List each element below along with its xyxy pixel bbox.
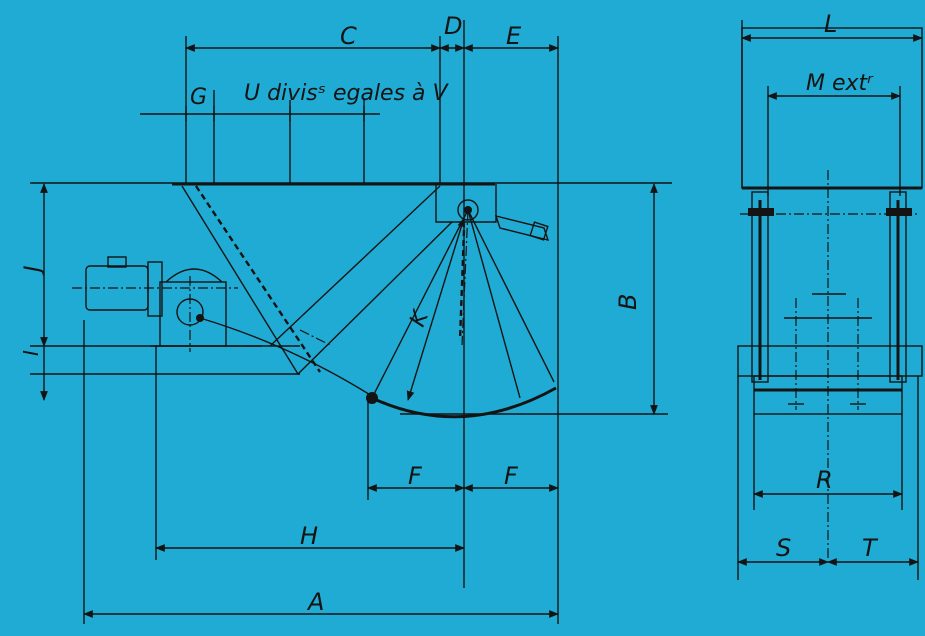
bolt-left <box>748 208 774 216</box>
counterweight-block <box>529 221 549 241</box>
front-view: L M extʳ R S T <box>737 10 923 580</box>
label-S: S <box>776 534 791 562</box>
label-R: R <box>816 466 833 494</box>
gate-arm-mid <box>467 209 521 399</box>
label-F-right: F <box>504 462 519 490</box>
chute-upper <box>269 185 441 347</box>
wall-left <box>751 191 769 383</box>
frame-block <box>737 345 923 377</box>
chute-inner-hidden <box>299 329 331 346</box>
gearbox-top <box>165 268 223 283</box>
pivot-pin <box>464 206 472 214</box>
label-I: I <box>19 350 43 356</box>
label-E: E <box>506 22 522 50</box>
dimension-K-line <box>406 217 466 401</box>
label-M: M extʳ <box>806 71 874 96</box>
pivot-bracket <box>435 184 497 223</box>
hopper-left-wall <box>181 185 299 375</box>
motor-terminal-box <box>107 256 127 268</box>
hopper-left-wall-hidden <box>195 185 321 373</box>
label-A: A <box>306 588 324 616</box>
label-U: U divisˢ egales à V <box>244 81 450 106</box>
label-H: H <box>300 522 318 550</box>
label-F-left: F <box>408 462 423 490</box>
pivot-outer <box>457 199 479 221</box>
label-D: D <box>444 12 462 40</box>
gate-arm-left <box>371 209 469 399</box>
label-T: T <box>862 534 879 562</box>
bolt-right <box>886 208 912 216</box>
counterweight <box>494 215 550 241</box>
side-view: C D E G U divisˢ egales à V K B J I F F … <box>19 12 672 624</box>
label-J: J <box>21 266 46 277</box>
gate-arm-right <box>467 209 555 383</box>
link-rod <box>199 317 373 397</box>
label-L: L <box>824 10 837 38</box>
motor-unit <box>72 256 373 397</box>
wall-right <box>889 191 907 383</box>
motor-flange <box>147 261 163 317</box>
label-G: G <box>190 85 207 110</box>
label-C: C <box>340 22 357 50</box>
hopper-box <box>741 27 923 189</box>
gearbox <box>159 281 227 347</box>
label-B: B <box>614 294 642 310</box>
